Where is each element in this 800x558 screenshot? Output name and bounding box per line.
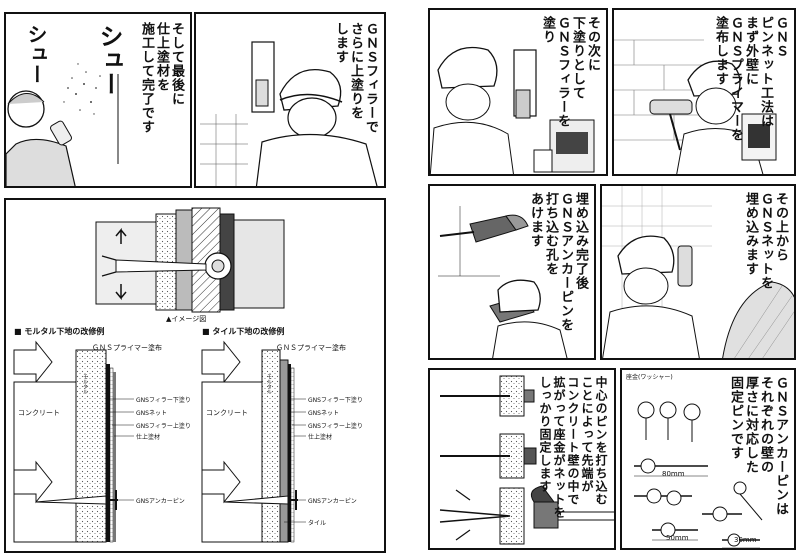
anchor-pin-sizes-illustration: [634, 401, 763, 548]
tile-label-tile: タイル: [308, 520, 327, 527]
worker-rolling-primer-illustration: [614, 39, 777, 174]
caption-finish-coat: そして最後に 仕上塗材を 施工して完了です: [139, 22, 184, 134]
tile-mortar-label: モルタル: [266, 374, 272, 394]
caption-anchor-pins: ＧＮＳアンカーピンは それぞれの壁の 厚さに対応した 固定ピンです: [728, 376, 788, 516]
manga-panel-drilling: 埋め込み完了後 ＧＮＳアンカーピンを 打ち込む孔を あけます: [428, 184, 596, 360]
sfx-shuu-1: シュー: [24, 24, 48, 84]
worker-drilling-illustration: [438, 206, 568, 358]
layer-image-figure: [95, 207, 285, 313]
mortar-concrete-label: コンクリート: [18, 409, 60, 417]
mortar-label-filler-top: GNSフィラー上塗り: [136, 423, 191, 430]
tile-label-net: GNSネット: [308, 410, 339, 417]
tile-section-drawing: [201, 340, 306, 543]
caption-net: その上から ＧＮＳネットを 埋め込みます: [743, 192, 788, 290]
worker-troweling-illustration: [200, 41, 378, 186]
tile-label-anchor-pin: GNSアンカーピン: [308, 498, 357, 505]
manga-panel-filler-under: その次に 下塗りとして ＧＮＳフィラーを 塗り: [428, 8, 608, 176]
caption-drilling: 埋め込み完了後 ＧＮＳアンカーピンを 打ち込む孔を あけます: [528, 192, 588, 332]
mortar-section-drawing: [13, 340, 134, 543]
tile-label-finish: 仕上塗材: [308, 434, 333, 441]
mortar-label-net: GNSネット: [136, 410, 167, 417]
wall-cross-section-diagram: [13, 207, 306, 543]
dimension-30mm: 30mm: [734, 536, 757, 544]
mortar-mortar-label: モルタル: [82, 374, 88, 394]
mortar-primer-label: ＧＮＳプライマー塗布: [92, 344, 162, 352]
manga-panel-net: その上から ＧＮＳネットを 埋め込みます: [600, 184, 796, 360]
manga-panel-spray: シュー シュー そして最後に 仕上塗材を 施工して完了です: [4, 12, 192, 188]
worker-embedding-net-illustration: [602, 186, 794, 358]
manga-panel-hammering: 中心のピンを打ち込む ことによって先端が コンクリート壁の中で 拡がって座金がネ…: [428, 368, 616, 550]
worker-spraying-illustration: [6, 63, 119, 186]
image-figure-caption: ▲イメージ図: [166, 315, 207, 323]
tile-primer-label: ＧＮＳプライマー塗布: [276, 344, 346, 352]
tile-concrete-label: コンクリート: [206, 409, 248, 417]
caption-filler-under: その次に 下塗りとして ＧＮＳフィラーを 塗り: [540, 16, 600, 128]
mortar-label-finish: 仕上塗材: [136, 434, 161, 441]
caption-filler-top-coat: ＧＮＳフィラーで さらに上塗りを します: [333, 22, 378, 134]
dimension-50mm: 50mm: [666, 534, 689, 542]
anchor-pin-process-illustration: [439, 375, 614, 545]
caption-primer: ＧＮＳ ピンネット工法は まず外壁に ＧＮＳプライマーを 塗布します: [713, 16, 788, 142]
washer-label: 座金(ワッシャー): [626, 374, 673, 381]
tile-label-filler-under: GNSフィラー下塗り: [308, 397, 363, 404]
technical-diagram-panel: ▲イメージ図 ■ モルタル下地の改修例 ＧＮＳプライマー塗布 コンクリート モル…: [4, 198, 386, 553]
manga-panel-anchor-sizes: 座金(ワッシャー) 80mm 50mm 30mm ＧＮＳアンカーピンは それぞれ…: [620, 368, 796, 550]
sfx-shuu-2: シュー: [95, 24, 124, 96]
tile-label-filler-top: GNSフィラー上塗り: [308, 423, 363, 430]
caption-hammering: 中心のピンを打ち込む ことによって先端が コンクリート壁の中で 拡がって座金がネ…: [538, 376, 608, 519]
mortar-label-anchor-pin: GNSアンカーピン: [136, 498, 185, 505]
worker-applying-filler-illustration: [430, 46, 595, 174]
mortar-example-header: ■ モルタル下地の改修例: [14, 327, 105, 336]
manga-panel-filler-top: ＧＮＳフィラーで さらに上塗りを します: [194, 12, 386, 188]
manga-panel-primer: ＧＮＳ ピンネット工法は まず外壁に ＧＮＳプライマーを 塗布します: [612, 8, 796, 176]
tile-example-header: ■ タイル下地の改修例: [202, 327, 285, 336]
dimension-80mm: 80mm: [662, 470, 685, 478]
mortar-label-filler-under: GNSフィラー下塗り: [136, 397, 191, 404]
